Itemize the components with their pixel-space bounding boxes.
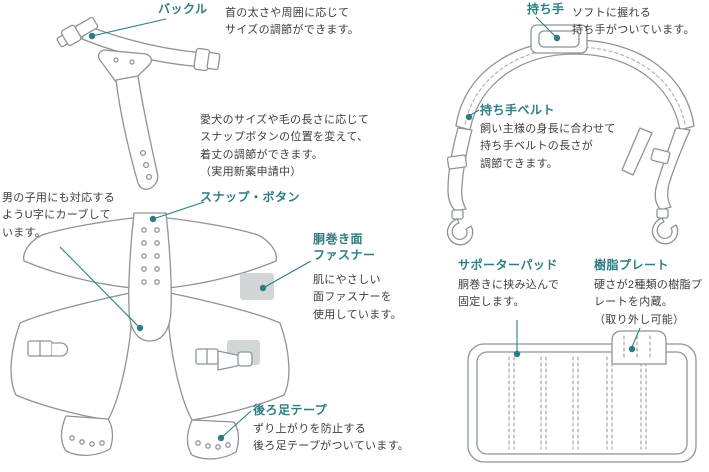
buckle-label: バックル bbox=[158, 2, 208, 16]
collar-illustration bbox=[56, 16, 221, 190]
velcro-label: 胴巻き面 ファスナー bbox=[313, 232, 376, 262]
harness-illustration bbox=[10, 212, 290, 460]
buckle-desc: 首の太さや周囲に応じて サイズの調節ができます。 bbox=[225, 7, 360, 37]
handle-illustration bbox=[446, 24, 695, 246]
handle-desc: ソフトに握れる 持ち手がついています。 bbox=[572, 7, 695, 37]
strap-adjuster bbox=[193, 47, 221, 72]
handle-belt-label: 持ち手ベルト bbox=[480, 103, 556, 117]
buckle-shape bbox=[56, 16, 99, 48]
resin-plate-desc: 硬さが2種類の樹脂プ レートを内蔵。 （取り外し可能） bbox=[594, 279, 703, 326]
handle-label: 持ち手 bbox=[527, 2, 565, 16]
snap-hook-right-icon bbox=[651, 208, 679, 245]
snap-button-desc: 愛犬のサイズや毛の長さに応じて スナップボタンの位置を変えて、 着丈の調節ができ… bbox=[200, 114, 370, 179]
leader-lines bbox=[59, 16, 641, 442]
u-curve-desc: 男の子用にも対応する ようU字にカーブして います。 bbox=[2, 192, 115, 239]
snap-dots bbox=[141, 227, 160, 285]
supporter-pad-label: サポーターパッド bbox=[458, 258, 558, 272]
velcro-desc: 肌にやさしい 面ファスナーを 使用しています。 bbox=[313, 274, 402, 321]
velcro-patch-upper bbox=[240, 273, 274, 300]
snap-hook-left-icon bbox=[446, 209, 474, 246]
supporter-pad-desc: 胴巻きに挟み込んで 固定します。 bbox=[458, 279, 560, 309]
resin-plate-label: 樹脂プレート bbox=[594, 258, 670, 272]
rear-leg-tape-label: 後ろ足テープ bbox=[253, 403, 328, 417]
handle-belt-desc: 飼い主様の身長に合わせて 持ち手ベルトの長さが 調節できます。 bbox=[480, 123, 616, 170]
d-ring-icon bbox=[51, 342, 69, 357]
pad-illustration bbox=[467, 330, 697, 463]
rear-leg-tape-desc: ずり上がりを防止する 後ろ足テープがついています。 bbox=[253, 423, 410, 453]
side-slide-buckle-left bbox=[27, 340, 69, 357]
snap-button-label: スナップ・ボタン bbox=[200, 190, 301, 204]
resin-plate-flap bbox=[611, 330, 667, 365]
side-slide-buckle-right bbox=[195, 348, 253, 371]
